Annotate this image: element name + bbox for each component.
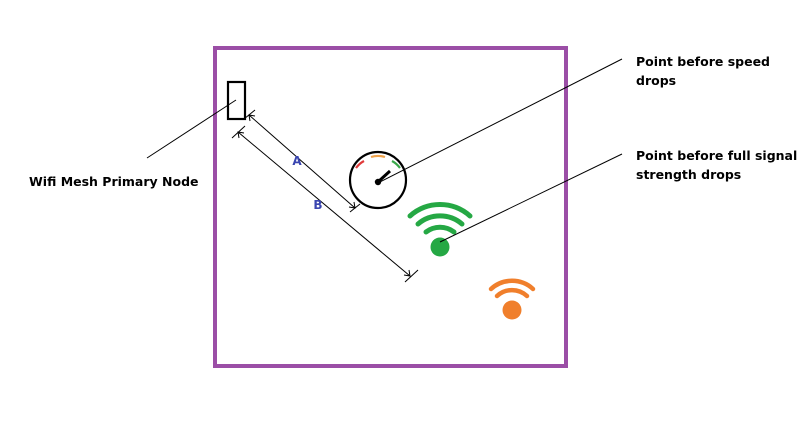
wifi-signal-weak-icon <box>488 278 536 320</box>
signal-point-leader-line <box>439 153 623 243</box>
wifi-signal-full-icon <box>407 202 473 257</box>
speedometer-icon <box>348 150 408 210</box>
primary-node-label: Wifi Mesh Primary Node <box>29 174 199 189</box>
speed-point-label-line2: drops <box>636 73 676 88</box>
dimension-b <box>231 125 419 283</box>
room-outline <box>213 46 568 368</box>
speed-point-label-line1: Point before speed <box>636 54 770 69</box>
signal-point-label-line1: Point before full signal <box>636 148 797 163</box>
router-box-icon <box>226 80 247 121</box>
signal-point-label-line2: strength drops <box>636 167 741 182</box>
distance-b-label: B <box>313 198 322 212</box>
dimension-a <box>243 109 361 213</box>
primary-node-leader-line <box>146 99 237 159</box>
speed-point-leader-line <box>379 58 623 183</box>
distance-a-label: A <box>292 154 302 168</box>
